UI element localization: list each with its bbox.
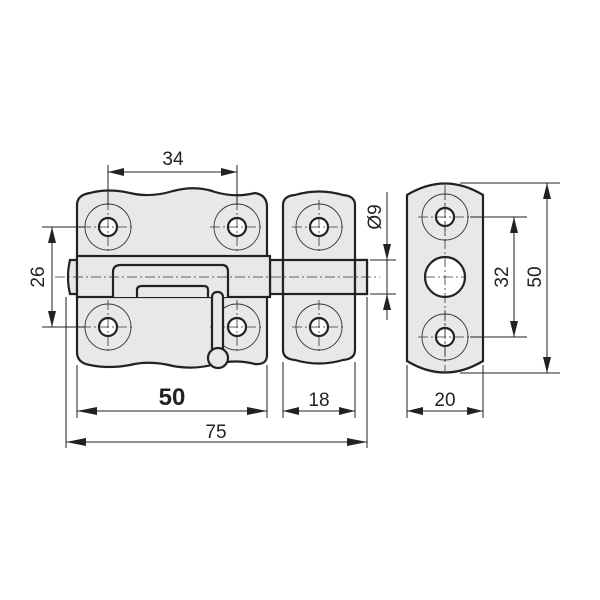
lever-knob	[206, 346, 230, 370]
strike-plate	[405, 182, 485, 374]
dim-label-75: 75	[205, 422, 226, 443]
dim-label-32: 32	[492, 266, 513, 287]
bolt-lever	[210, 290, 225, 358]
dim-label-26: 26	[28, 266, 49, 287]
keeper	[281, 190, 357, 365]
dim-label-50-strike: 50	[525, 266, 546, 287]
dim-label-50-plate: 50	[159, 384, 186, 411]
dim-label-diameter-9: Ø9	[365, 204, 386, 229]
dim-label-18: 18	[308, 390, 329, 411]
dim-label-20: 20	[434, 390, 455, 411]
dimension-lines	[42, 165, 560, 448]
dim-label-34: 34	[162, 149, 184, 170]
